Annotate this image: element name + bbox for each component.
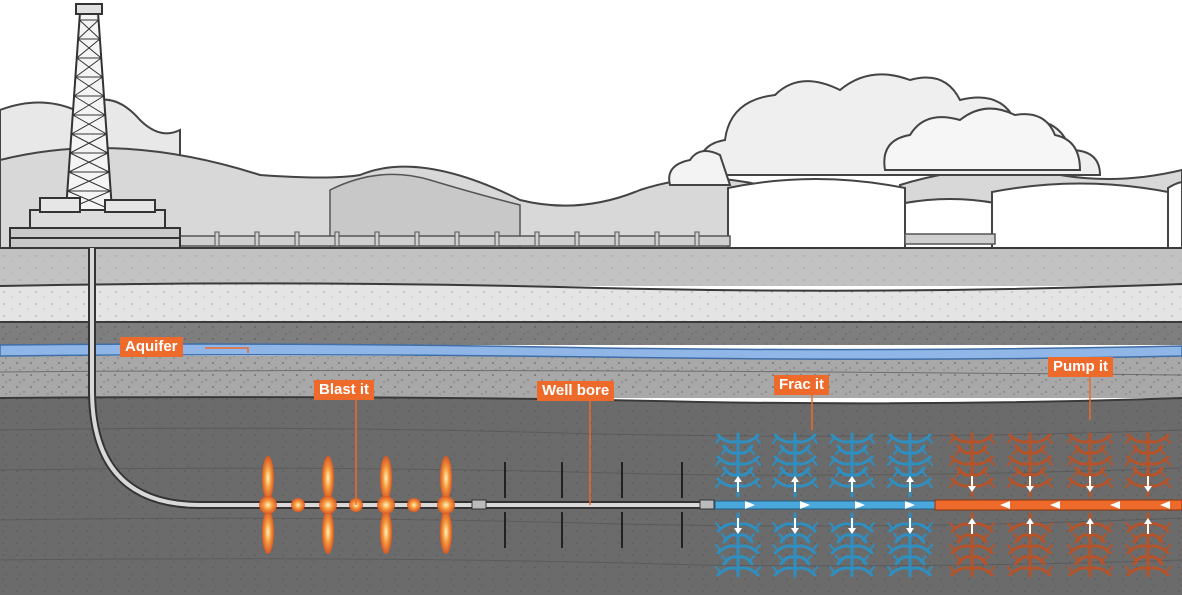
blast-bursts [259, 456, 455, 554]
pump-fractures [949, 432, 1171, 578]
label-blast-it: Blast it [314, 380, 375, 400]
frac-fractures [715, 432, 933, 578]
perforation-marks [504, 462, 683, 548]
flow-arrows [745, 501, 1170, 509]
label-well-bore: Well bore [537, 381, 615, 401]
drilling-rig [9, 3, 181, 249]
label-pump-it: Pump it [1048, 357, 1113, 377]
aquifer-layer [0, 343, 1182, 361]
label-aquifer: Aquifer [120, 337, 183, 357]
callout-leaders [205, 347, 1091, 505]
label-frac-it: Frac it [774, 375, 830, 395]
clouds [668, 73, 1102, 186]
rock-strata [0, 247, 1182, 595]
well-bore-pipe [88, 248, 720, 510]
